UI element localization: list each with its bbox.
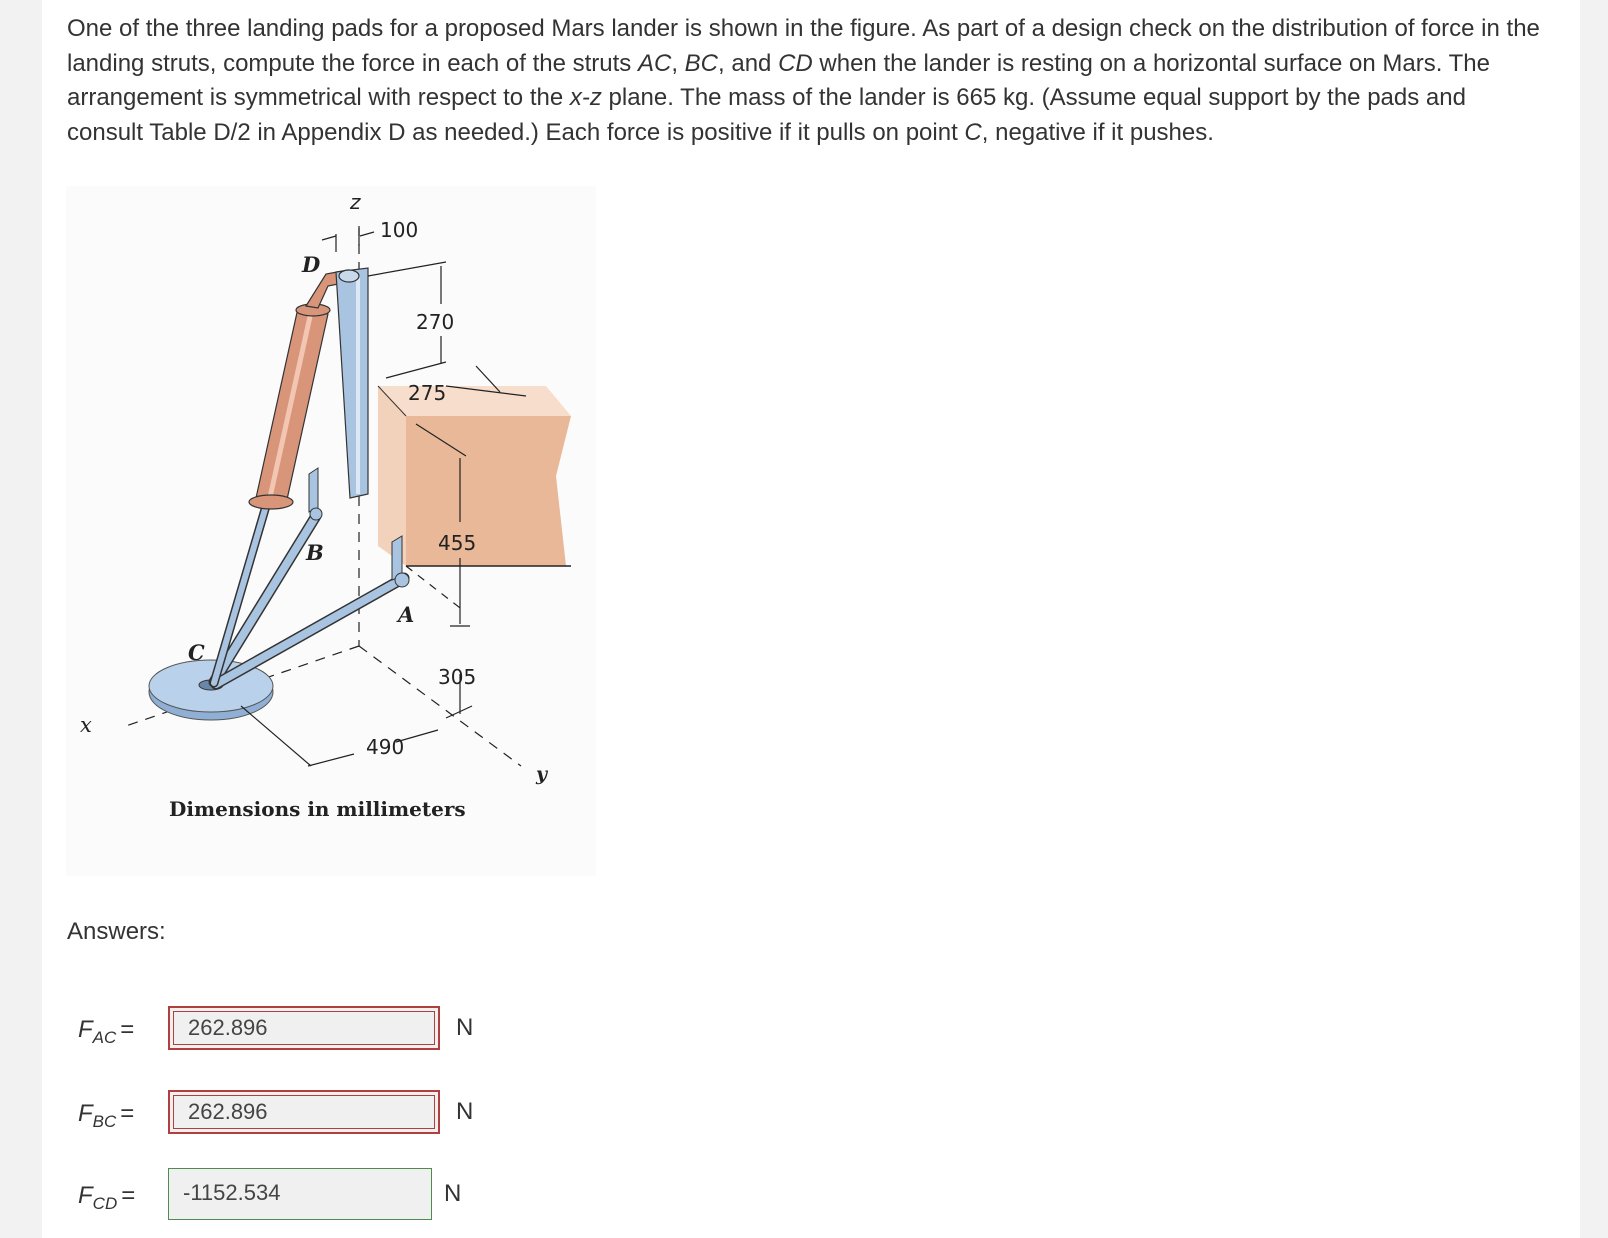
lander-body-top <box>378 386 571 416</box>
fcd-unit: N <box>444 1180 462 1207</box>
point-c-label: C <box>188 640 205 665</box>
bracket-b <box>308 467 319 513</box>
point-d-label: D <box>301 252 321 277</box>
z-axis-label: z <box>349 190 361 214</box>
fbc-input[interactable]: 262.896 <box>168 1090 440 1134</box>
fac-label: FAC= <box>78 1016 135 1047</box>
dim-305: 305 <box>438 665 476 689</box>
point-a-label: A <box>396 602 414 627</box>
question-text: One of the three landing pads for a prop… <box>67 15 1540 146</box>
answer-row-fbc: FBC= 262.896 N <box>42 1090 742 1140</box>
answer-row-fac: FAC= 262.896 N <box>42 1006 742 1056</box>
x-axis-label: x <box>80 713 92 737</box>
dim-490: 490 <box>366 735 404 759</box>
question-page: One of the three landing pads for a prop… <box>42 0 1580 1238</box>
point-b-label: B <box>305 540 324 565</box>
lander-figure: z D B A C x y 100 270 275 455 305 490 Di… <box>66 186 596 876</box>
x-axis <box>125 645 360 727</box>
dim-100: 100 <box>380 218 418 242</box>
figure-caption: Dimensions in millimeters <box>169 797 466 821</box>
y-axis-label: y <box>535 763 549 785</box>
lander-body-side <box>378 386 406 566</box>
vertical-leg <box>335 267 369 499</box>
strut-bc <box>210 512 320 686</box>
fcd-input[interactable]: -1152.534 <box>168 1168 432 1220</box>
dim-455: 455 <box>438 531 476 555</box>
strut-cd <box>248 269 349 510</box>
fbc-label: FBC= <box>78 1100 135 1131</box>
dim-275: 275 <box>408 381 446 405</box>
answers-heading: Answers: <box>67 918 166 945</box>
y-axis <box>358 645 522 767</box>
strut-ac <box>212 574 408 688</box>
fbc-unit: N <box>456 1098 474 1125</box>
lander-body-front <box>406 416 571 566</box>
fcd-label: FCD= <box>78 1182 136 1213</box>
fac-input[interactable]: 262.896 <box>168 1006 440 1050</box>
fac-unit: N <box>456 1014 474 1041</box>
answer-row-fcd: FCD= -1152.534 N <box>42 1168 742 1222</box>
dim-270: 270 <box>416 310 454 334</box>
lander-diagram: z D B A C x y 100 270 275 455 305 490 Di… <box>80 190 571 821</box>
